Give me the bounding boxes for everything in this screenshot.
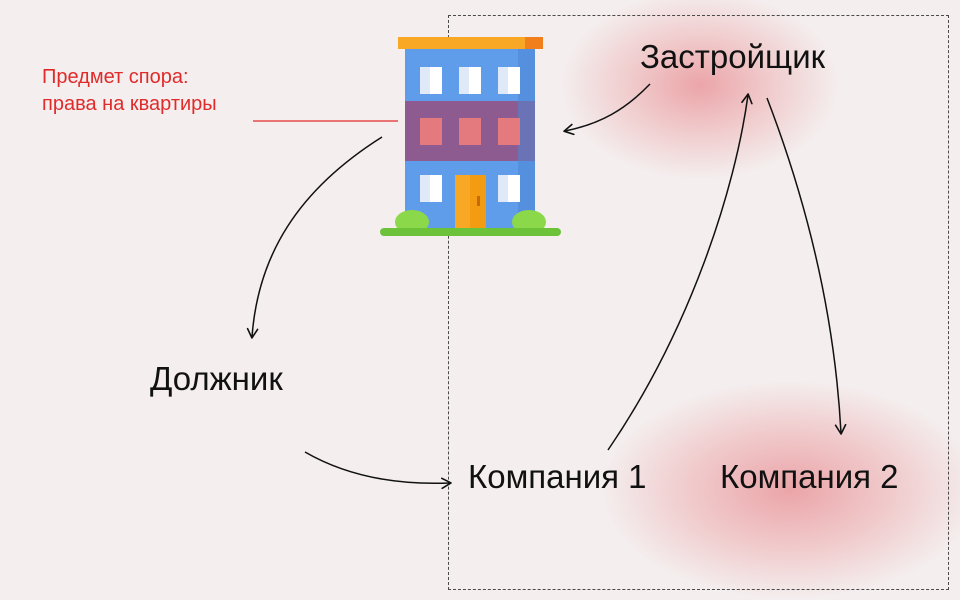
- node-company-2: Компания 2: [720, 458, 899, 495]
- arrow-developer-to-building: [563, 83, 651, 136]
- node-company-1: Компания 1: [468, 458, 647, 495]
- node-developer: Застройщик: [640, 38, 826, 75]
- apartment-building-icon: [380, 37, 561, 236]
- subject-line-1: Предмет спора:: [42, 66, 189, 88]
- arrow-debtor-to-company1: [304, 451, 452, 490]
- arrow-building-to-debtor: [246, 136, 383, 339]
- subject-note: Предмет спора: права на квартиры: [42, 64, 217, 118]
- subject-line-2: права на квартиры: [42, 93, 217, 115]
- arrow-company1-to-developer: [607, 93, 753, 451]
- node-debtor: Должник: [150, 360, 283, 397]
- dashed-group-boundary: [448, 15, 949, 590]
- arrow-developer-to-company2: [766, 97, 847, 435]
